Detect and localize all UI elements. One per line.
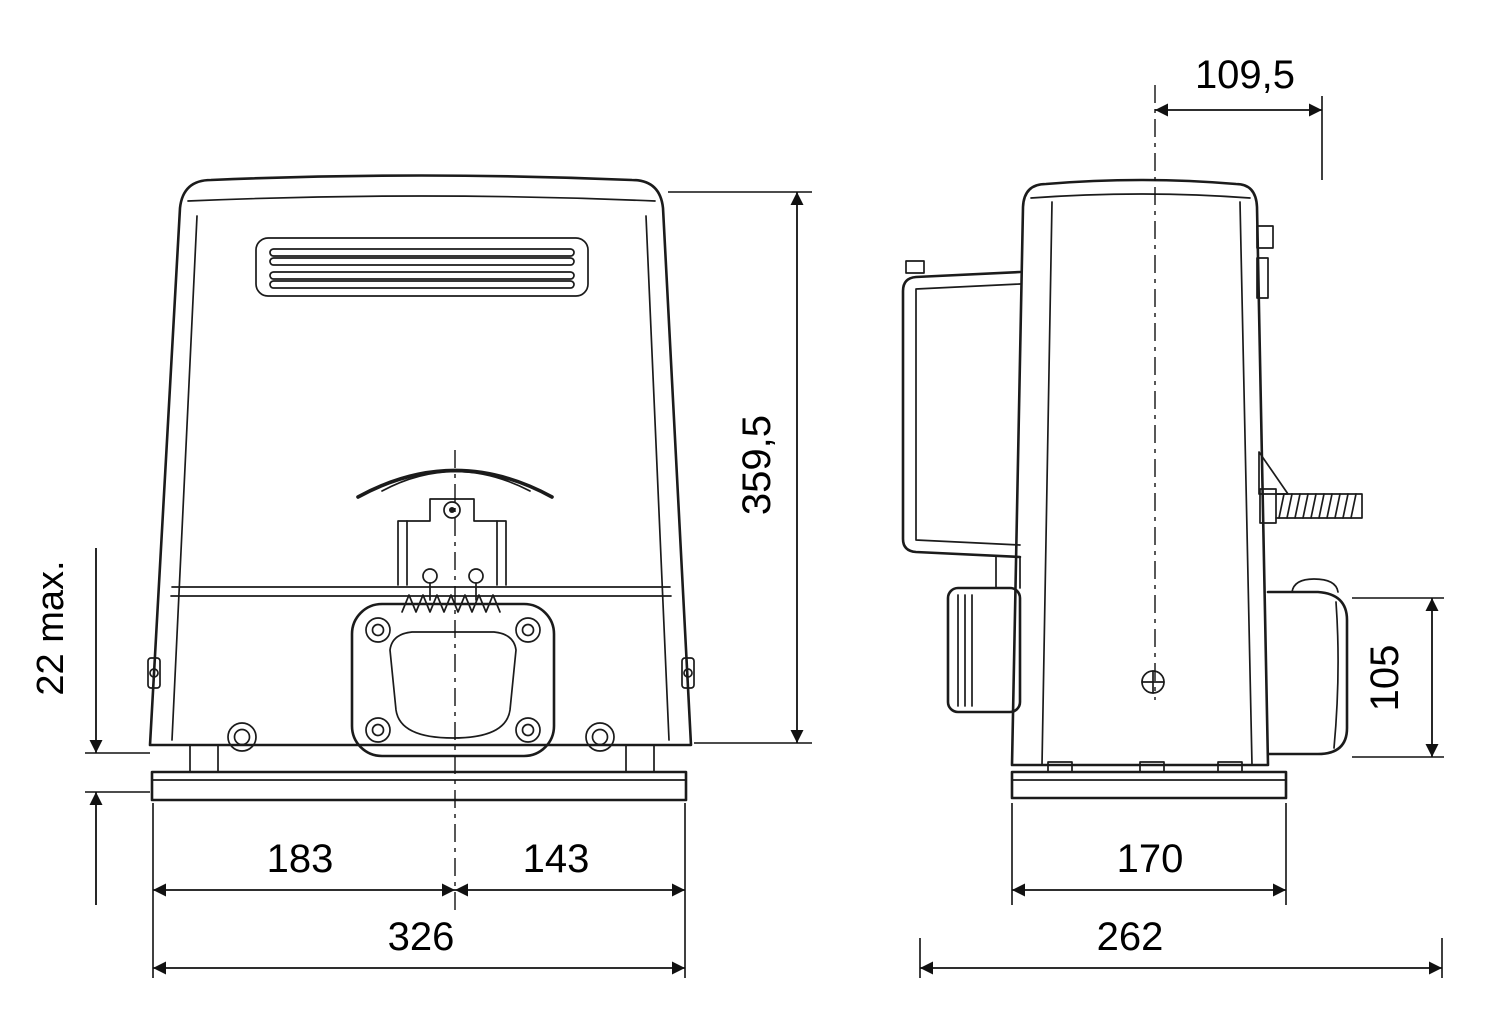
adjustment-screw — [1258, 451, 1363, 524]
motor-body-outline — [148, 174, 693, 747]
anchor-bolt-head — [591, 728, 609, 746]
cover-screw-head — [521, 623, 535, 637]
side-tab-left — [147, 657, 161, 689]
front-view-dimensions: 359,5 22 max. 183 143 326 — [30, 191, 812, 978]
cover-screw — [365, 717, 391, 743]
body-top-seam — [1030, 193, 1251, 199]
extension-line — [668, 191, 812, 744]
vent-slat — [269, 280, 575, 289]
dim-left-label: 183 — [267, 837, 334, 881]
vent-slat — [269, 257, 575, 266]
dim-clearance-label: 22 max. — [30, 560, 72, 695]
base-plate — [150, 770, 688, 802]
rear-tab — [1256, 225, 1274, 249]
cover-screw-head — [371, 723, 385, 737]
vent-panel — [255, 237, 589, 297]
dim-right-label: 143 — [523, 837, 590, 881]
dim-total-depth-label: 262 — [1097, 915, 1164, 959]
front-view — [147, 174, 695, 912]
side-tab-left-hole — [149, 668, 159, 678]
extension-line — [85, 752, 150, 793]
housing-screw — [422, 568, 438, 584]
body-top-seam — [187, 195, 656, 202]
cover-plate-inner-shape — [389, 631, 517, 739]
screw-threads — [1278, 493, 1357, 519]
release-housing-side — [946, 556, 1022, 714]
motor-housing — [1266, 578, 1349, 756]
vent-slat — [269, 248, 575, 257]
cover-screw — [365, 617, 391, 643]
screw-stems — [429, 582, 477, 601]
release-housing-outline — [946, 586, 1022, 714]
bracket-top-tab — [905, 260, 925, 274]
motor-body-outline — [1010, 178, 1270, 767]
key-release-housing — [397, 498, 507, 601]
side-view — [901, 85, 1363, 800]
anchor-bolt-head — [233, 728, 251, 746]
release-lever-arc — [356, 468, 554, 499]
anchor-bolts — [227, 722, 615, 752]
mounting-foot — [189, 744, 219, 773]
drive-gear-teeth — [401, 594, 501, 613]
dim-top-offset-label: 109,5 — [1195, 53, 1295, 97]
front-bracket — [901, 260, 1022, 559]
key-lock-cylinder — [443, 501, 461, 519]
motor-housing-cap — [1291, 578, 1339, 593]
dim-height-label: 359,5 — [735, 415, 779, 515]
cover-plate-outline — [350, 602, 556, 758]
body-side-seams — [1041, 201, 1253, 766]
housing-outline — [397, 498, 507, 586]
rear-tab — [1256, 257, 1269, 299]
dim-motor-height-label: 105 — [1363, 645, 1407, 712]
body-side-seams — [171, 215, 670, 741]
cover-screw — [515, 617, 541, 643]
release-lever-arc-inner — [381, 470, 531, 492]
cover-screw-head — [371, 623, 385, 637]
anchor-bolt — [585, 722, 615, 752]
key-lock-pin — [449, 507, 455, 513]
side-view-dimensions: 109,5 105 170 262 — [919, 53, 1444, 978]
cover-screw-head — [521, 723, 535, 737]
bracket-outline — [901, 270, 1022, 559]
mounting-foot — [1047, 761, 1073, 773]
housing-inner-lines — [406, 520, 498, 586]
face-screw-cross — [1141, 670, 1165, 694]
mounting-foot — [625, 744, 655, 773]
screw-support — [1258, 451, 1289, 495]
screw-nut — [1259, 488, 1277, 524]
base-plate — [1010, 770, 1288, 800]
release-housing-step — [995, 556, 1021, 589]
side-tab-right — [681, 657, 695, 689]
vent-slat — [269, 271, 575, 280]
housing-screw — [468, 568, 484, 584]
dim-base-depth-label: 170 — [1117, 837, 1184, 881]
cover-screw — [515, 717, 541, 743]
gear-cover-plate — [350, 602, 556, 758]
mounting-foot — [1217, 761, 1243, 773]
dim-total-width-label: 326 — [388, 915, 455, 959]
motor-housing-outline — [1266, 590, 1349, 756]
extension-line — [919, 803, 1443, 978]
motor-housing-inner-curve — [1333, 601, 1339, 749]
release-housing-ridges — [957, 594, 973, 707]
mounting-foot — [1139, 761, 1165, 773]
body-horizontal-seams — [170, 586, 672, 597]
vent-frame — [255, 237, 589, 297]
anchor-bolt — [227, 722, 257, 752]
bracket-inner-lines — [915, 283, 1021, 546]
side-tab-right-hole — [683, 668, 693, 678]
